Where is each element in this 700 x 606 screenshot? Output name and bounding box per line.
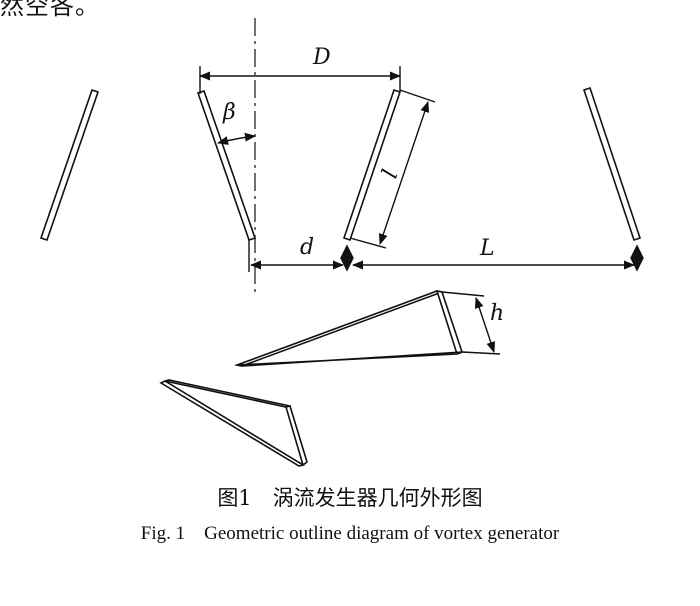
dimension-l-line [378,100,430,246]
vane-end-marker [340,244,354,272]
figure-caption-chinese: 图1 涡流发生器几何外形图 [217,486,483,510]
extension-line [349,237,387,249]
extension-line [461,351,501,355]
beta-angle-arc [216,132,257,145]
label-d: d [300,235,314,260]
cropped-header-text: 然空各。 [0,0,100,20]
extension-line [399,89,436,103]
extension-line [441,291,485,297]
label-l: l [378,167,404,182]
triangular-vane-upper [234,289,463,367]
vane-end-marker [630,244,644,272]
label-h: h [490,301,504,326]
vane-4 [582,86,642,242]
triangular-vane-lower [159,379,308,467]
label-D: D [312,45,331,70]
vane-3 [342,88,402,242]
label-beta: β [222,100,236,125]
label-L: L [479,236,495,261]
figure-caption-english: Fig. 1 Geometric outline diagram of vort… [140,523,560,544]
dimension-h-line [474,296,496,354]
vane-1 [39,88,100,242]
